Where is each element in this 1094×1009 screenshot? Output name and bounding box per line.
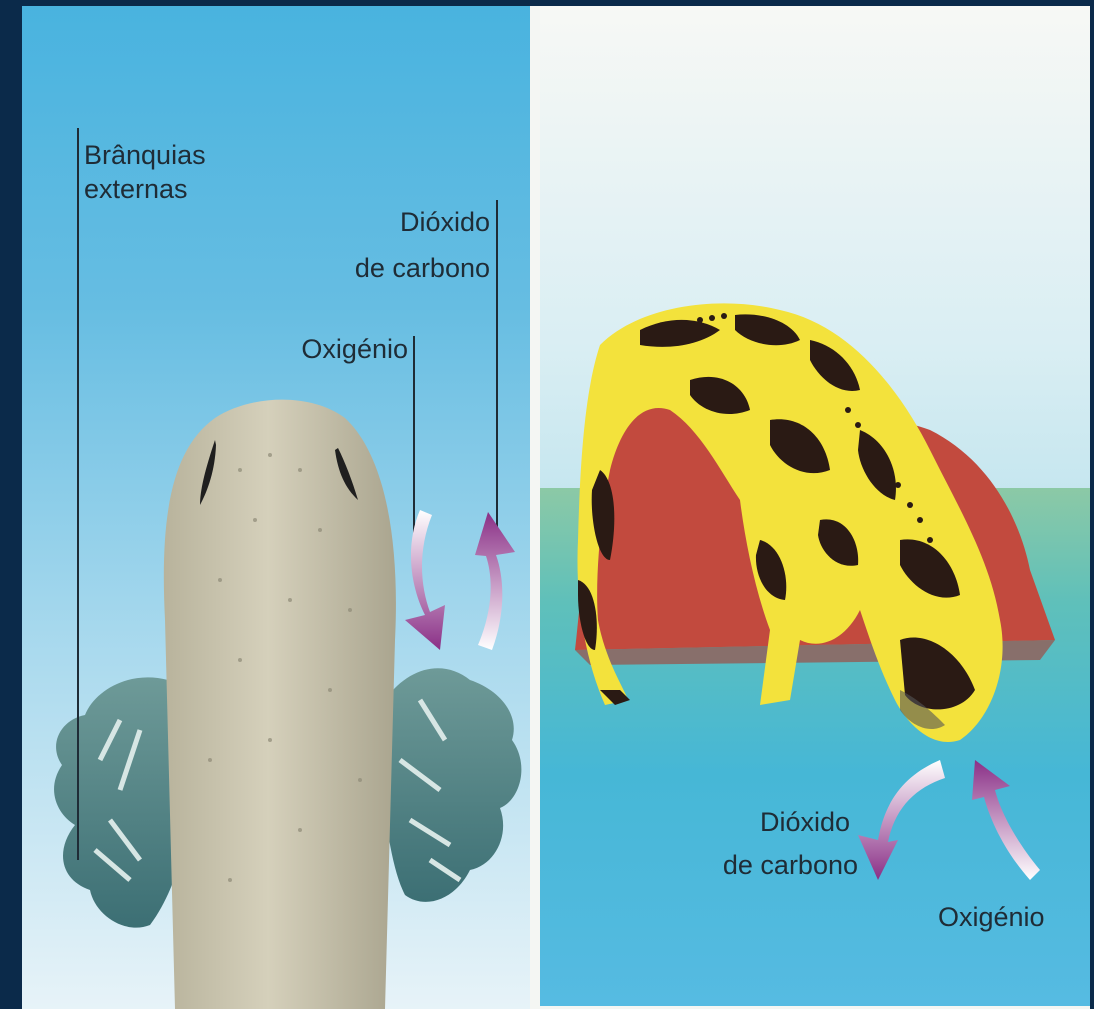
gills-label-line1: Brânquias: [84, 140, 206, 170]
left-co2-label-line1: Dióxido: [300, 207, 490, 237]
left-co2-label-line2: de carbono: [300, 253, 490, 283]
left-oxygen-label: Oxigénio: [230, 334, 408, 364]
right-co2-label-line1: Dióxido: [650, 807, 850, 837]
right-oxygen-label: Oxigénio: [938, 902, 1045, 932]
larva-body: [164, 400, 396, 1009]
right-oxygen-arrow: [972, 760, 1040, 880]
right-co2-arrow: [858, 760, 945, 880]
left-gills: [54, 677, 180, 927]
right-co2-label-line2: de carbono: [650, 850, 858, 880]
left-co2-arrow: [475, 512, 515, 650]
left-oxygen-arrow: [405, 510, 445, 650]
gill-right-tuft: [382, 668, 521, 902]
right-gills: [382, 668, 521, 902]
gill-left-tuft: [54, 677, 180, 927]
gills-label-line2: externas: [84, 174, 188, 204]
